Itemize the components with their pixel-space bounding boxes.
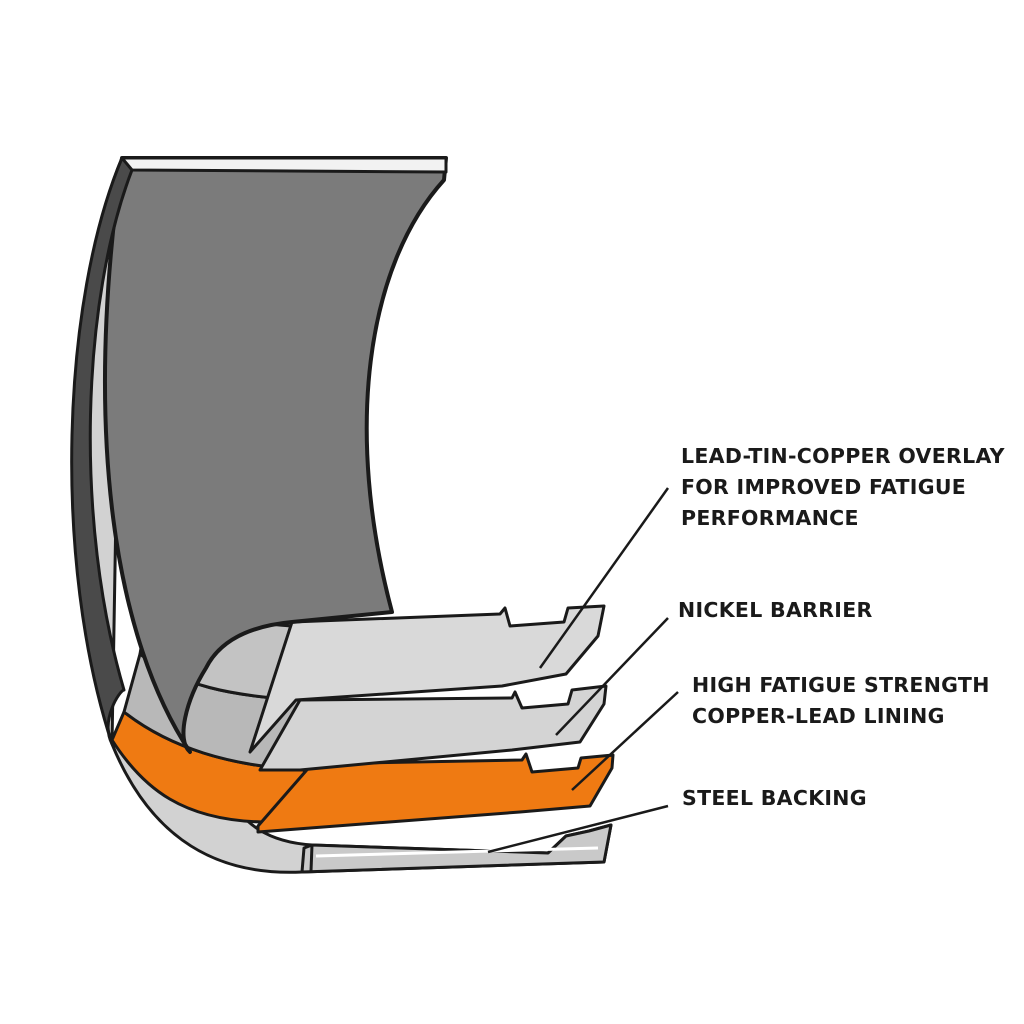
leader-overlay [538, 487, 670, 669]
steel-strip-edge-dark [309, 844, 314, 872]
label-steel-line-1: STEEL BACKING [682, 786, 867, 810]
label-overlay-line-3: PERFORMANCE [681, 506, 859, 530]
label-copper-lead-lining: HIGH FATIGUE STRENGTH COPPER-LEAD LINING [692, 670, 990, 732]
steel-backing-strip [300, 823, 613, 874]
label-overlay-line-2: FOR IMPROVED FATIGUE [681, 475, 967, 499]
leader-lining [571, 691, 679, 791]
steel-strip-edge [315, 846, 599, 858]
label-lining-line-1: HIGH FATIGUE STRENGTH [692, 673, 990, 697]
inner-bore-surface [103, 156, 448, 754]
label-steel-backing: STEEL BACKING [682, 783, 867, 814]
copper-lead-lining-sheet [256, 752, 615, 834]
leader-nickel [555, 617, 669, 736]
overlay-sheet [248, 604, 606, 754]
top-rim-edge [120, 156, 448, 174]
label-overlay-line-1: LEAD-TIN-COPPER OVERLAY [681, 444, 1005, 468]
label-lining-line-2: COPPER-LEAD LINING [692, 704, 945, 728]
label-lead-tin-copper-overlay: LEAD-TIN-COPPER OVERLAY FOR IMPROVED FAT… [681, 441, 1005, 534]
nickel-barrier-sheet [258, 684, 608, 772]
label-nickel-line-1: NICKEL BARRIER [678, 598, 873, 622]
outer-shell-wall [70, 156, 134, 746]
leader-steel [487, 804, 669, 854]
label-nickel-barrier: NICKEL BARRIER [678, 595, 873, 626]
